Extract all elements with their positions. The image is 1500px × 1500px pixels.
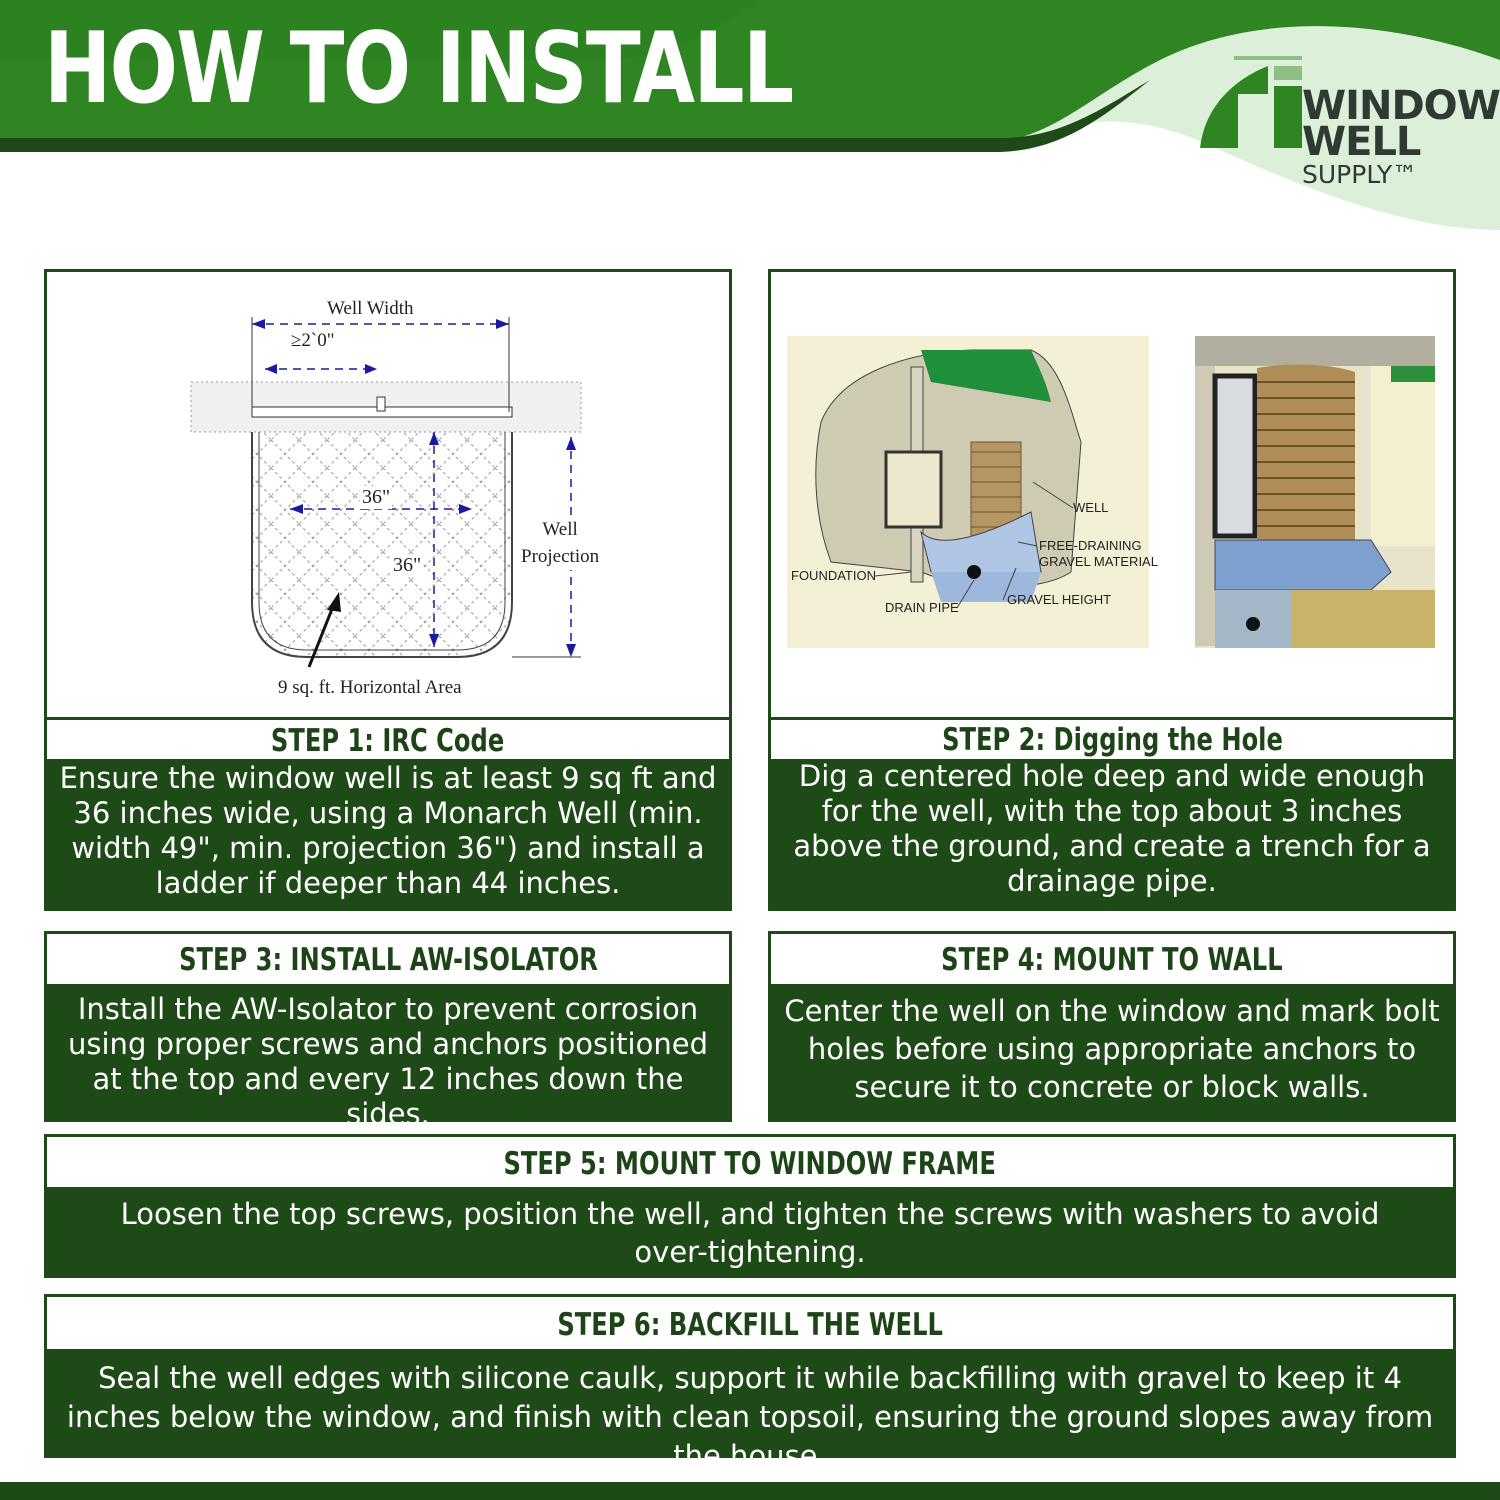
brand-logo <box>1198 52 1498 202</box>
step-4-text: Center the well on the window and mark b… <box>771 984 1453 1119</box>
dim-vertical-label: 36" <box>391 554 424 577</box>
step-6-card: STEP 6: BACKFILL THE WELL Seal the well … <box>44 1294 1456 1473</box>
step-2-heading: STEP 2: Digging the Hole <box>771 717 1453 759</box>
step-6-heading: STEP 6: BACKFILL THE WELL <box>47 1297 1453 1349</box>
well-width-label: Well Width <box>327 298 414 319</box>
footer-bar <box>0 1482 1500 1500</box>
gravel-height-callout: GRAVEL HEIGHT <box>1007 592 1112 607</box>
dim-horizontal-label: 36" <box>360 486 393 509</box>
brand-line-1: WINDOW <box>1302 83 1500 129</box>
brand-name: WINDOW WELL SUPPLY™ <box>1302 86 1500 187</box>
step-1-title: STEP 1: IRC Code <box>271 723 505 759</box>
step-4-card: STEP 4: MOUNT TO WALL Center the well on… <box>768 931 1456 1122</box>
projection-label-line-1: Well <box>542 519 578 540</box>
step-1-card: Well Width ≥2`0" 36" 36" Well Projection… <box>44 269 732 911</box>
drain-pipe-callout: DRAIN PIPE <box>885 600 959 615</box>
digging-illustrations <box>787 336 1435 648</box>
step-6-text: Seal the well edges with silicone caulk,… <box>47 1349 1453 1473</box>
gravel-callout-line-1: FREE-DRAINING <box>1039 538 1142 553</box>
step-3-text: Install the AW-Isolator to prevent corro… <box>47 984 729 1131</box>
well-callout: WELL <box>1073 500 1109 515</box>
irc-code-diagram: Well Width ≥2`0" 36" 36" Well Projection… <box>47 272 729 717</box>
area-label: 9 sq. ft. Horizontal Area <box>278 677 462 698</box>
step-3-heading: STEP 3: INSTALL AW-ISOLATOR <box>47 934 729 984</box>
projection-label: Well Projection <box>521 516 600 570</box>
well-dimension-drawing <box>190 317 582 668</box>
gravel-callout-line-2: GRAVEL MATERIAL <box>1039 554 1158 569</box>
step-5-title: STEP 5: MOUNT TO WINDOW FRAME <box>503 1146 997 1182</box>
step-1-heading: STEP 1: IRC Code <box>47 717 729 759</box>
step-1-text: Ensure the window well is at least 9 sq … <box>47 759 729 908</box>
step-2-text: Dig a centered hole deep and wide enough… <box>771 759 1453 908</box>
page-header: HOW TO INSTALL WINDOW WELL SUPPLY™ <box>0 0 1500 240</box>
digging-diagrams: WELL FREE-DRAINING GRAVEL MATERIAL FOUND… <box>771 272 1453 717</box>
brand-line-3: SUPPLY™ <box>1302 160 1418 189</box>
brand-line-2: WELL <box>1302 119 1421 165</box>
step-4-heading: STEP 4: MOUNT TO WALL <box>771 934 1453 984</box>
min-width-label: ≥2`0" <box>291 330 335 351</box>
window-logo-icon <box>1200 56 1302 148</box>
step-4-title: STEP 4: MOUNT TO WALL <box>941 942 1283 978</box>
page-title: HOW TO INSTALL <box>44 12 794 126</box>
projection-label-line-2: Projection <box>521 546 600 567</box>
step-6-title: STEP 6: BACKFILL THE WELL <box>557 1307 943 1343</box>
step-5-text: Loosen the top screws, position the well… <box>47 1187 1453 1275</box>
header-banner <box>0 0 1500 230</box>
step-2-title: STEP 2: Digging the Hole <box>941 722 1283 758</box>
step-5-card: STEP 5: MOUNT TO WINDOW FRAME Loosen the… <box>44 1134 1456 1278</box>
step-3-card: STEP 3: INSTALL AW-ISOLATOR Install the … <box>44 931 732 1131</box>
step-3-title: STEP 3: INSTALL AW-ISOLATOR <box>178 942 598 978</box>
step-2-card: WELL FREE-DRAINING GRAVEL MATERIAL FOUND… <box>768 269 1456 911</box>
step-5-heading: STEP 5: MOUNT TO WINDOW FRAME <box>47 1137 1453 1187</box>
gravel-callout: FREE-DRAINING GRAVEL MATERIAL <box>1039 538 1158 570</box>
foundation-callout: FOUNDATION <box>791 568 876 583</box>
